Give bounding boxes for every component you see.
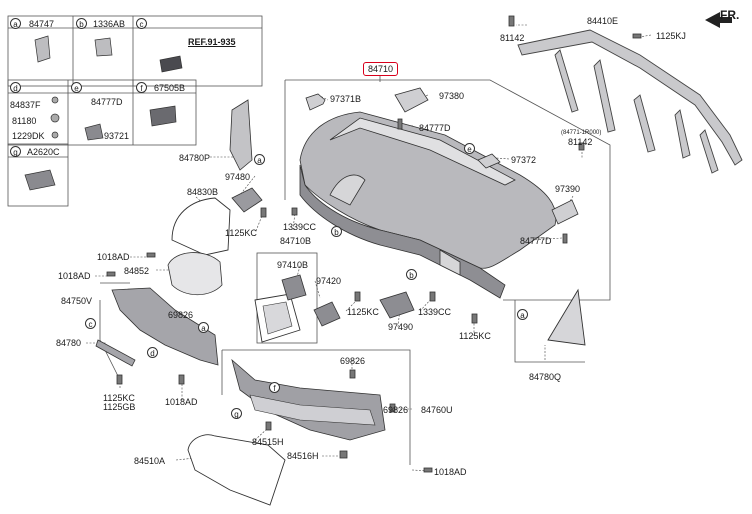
callout-g-84760U[interactable]: g <box>231 408 242 419</box>
part-93721[interactable]: 93721 <box>104 131 130 141</box>
callout-b-dash-2[interactable]: b <box>406 269 417 280</box>
part-1339CC-b[interactable]: 1339CC <box>418 307 452 317</box>
part-84516H[interactable]: 84516H <box>287 451 319 461</box>
part-69826-b[interactable]: 69826 <box>340 356 366 366</box>
part-84750V[interactable]: 84750V <box>61 296 93 306</box>
part-84830B[interactable]: 84830B <box>187 187 219 197</box>
part-97410B[interactable]: 97410B <box>277 260 309 270</box>
callout-g-legend: g <box>10 146 21 157</box>
callout-e-dash[interactable]: e <box>464 143 475 154</box>
callout-b-dash[interactable]: b <box>331 226 342 237</box>
part-84777D-right[interactable]: 84777D <box>520 236 552 246</box>
callout-a-84750V[interactable]: a <box>198 322 209 333</box>
part-1018AD-d[interactable]: 1018AD <box>434 467 467 477</box>
ref-91-935-link[interactable]: REF.91-935 <box>188 37 236 47</box>
part-84780Q[interactable]: 84780Q <box>529 372 562 382</box>
part-1229DK[interactable]: 1229DK <box>12 131 45 141</box>
callout-f-legend: f <box>136 82 147 93</box>
part-1336AB[interactable]: 1336AB <box>93 19 126 29</box>
part-note-84771: (84771-1R000) <box>561 130 602 136</box>
part-1125KC-b[interactable]: 1125KC <box>103 393 135 403</box>
part-97372[interactable]: 97372 <box>511 155 537 165</box>
part-1339CC-a[interactable]: 1339CC <box>283 222 317 232</box>
part-84410E[interactable]: 84410E <box>587 16 619 26</box>
callout-f-84760U[interactable]: f <box>269 382 280 393</box>
part-1125KC-a[interactable]: 1125KC <box>225 228 257 238</box>
part-84780P[interactable]: 84780P <box>179 153 211 163</box>
part-97490[interactable]: 97490 <box>388 322 414 332</box>
part-1125KC-c[interactable]: 1125KC <box>347 307 379 317</box>
part-1125GB[interactable]: 1125GB <box>103 402 136 412</box>
front-direction-label: FR. <box>720 8 740 22</box>
part-84747[interactable]: 84747 <box>29 19 55 29</box>
part-1018AD-c[interactable]: 1018AD <box>165 397 198 407</box>
callout-d-legend: d <box>10 82 21 93</box>
part-81142-a[interactable]: 81142 <box>500 33 525 43</box>
part-81142-b[interactable]: 81142 <box>568 137 593 147</box>
part-1018AD-b[interactable]: 1018AD <box>58 271 91 281</box>
part-97371B[interactable]: 97371B <box>330 94 362 104</box>
part-84837F[interactable]: 84837F <box>10 100 41 110</box>
part-97390[interactable]: 97390 <box>555 184 581 194</box>
part-69826-c[interactable]: 69826 <box>383 405 409 415</box>
callout-a-84780P[interactable]: a <box>254 154 265 165</box>
part-81180[interactable]: 81180 <box>12 116 37 126</box>
callout-a-84780Q[interactable]: a <box>517 309 528 320</box>
callout-c-84750V[interactable]: c <box>85 318 96 329</box>
part-1125KC-d[interactable]: 1125KC <box>459 331 491 341</box>
part-84852[interactable]: 84852 <box>124 266 150 276</box>
part-1018AD-a[interactable]: 1018AD <box>97 252 130 262</box>
part-84760U[interactable]: 84760U <box>421 405 453 415</box>
part-97480[interactable]: 97480 <box>225 172 251 182</box>
callout-b-legend: b <box>76 18 87 29</box>
callout-e-legend: e <box>71 82 82 93</box>
part-84515H[interactable]: 84515H <box>252 437 284 447</box>
part-97380[interactable]: 97380 <box>439 91 465 101</box>
part-84777D-top[interactable]: 84777D <box>419 123 451 133</box>
callout-a-legend: a <box>10 18 21 29</box>
part-84780[interactable]: 84780 <box>56 338 82 348</box>
main-assembly-label[interactable]: 84710 <box>363 62 399 76</box>
part-84510A[interactable]: 84510A <box>134 456 166 466</box>
part-69826-a[interactable]: 69826 <box>168 310 194 320</box>
part-67505B[interactable]: 67505B <box>154 83 186 93</box>
part-A2620C[interactable]: A2620C <box>27 147 60 157</box>
part-84777D-legend[interactable]: 84777D <box>91 97 123 107</box>
callout-c-legend: c <box>136 18 147 29</box>
part-84710B[interactable]: 84710B <box>280 236 312 246</box>
callout-d-84750V[interactable]: d <box>147 347 158 358</box>
part-1125KJ[interactable]: 1125KJ <box>656 31 686 41</box>
part-97420[interactable]: 97420 <box>316 276 342 286</box>
